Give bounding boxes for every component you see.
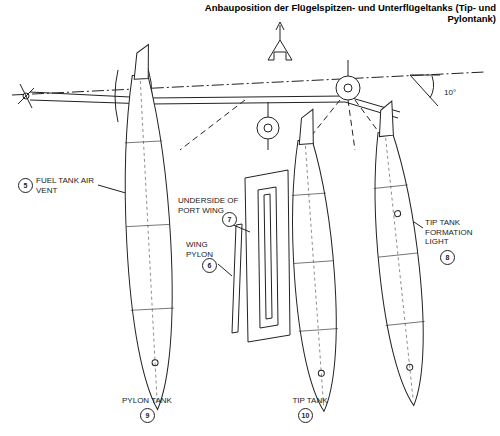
tank-body bbox=[285, 139, 344, 413]
tank-axis bbox=[305, 146, 323, 405]
title: Anbauposition der Flügelspitzen- und Unt… bbox=[196, 2, 496, 24]
angle-arc bbox=[430, 76, 434, 98]
part-label: PYLON TANK bbox=[112, 396, 182, 406]
pylon-tank-fin bbox=[268, 139, 269, 150]
tank-axis bbox=[140, 81, 157, 404]
part-label: WING PYLON bbox=[186, 240, 222, 259]
tank-cap bbox=[406, 364, 413, 371]
formation-light bbox=[394, 210, 401, 217]
tank-fin bbox=[297, 109, 315, 144]
part-label: TIP TANK FORMATION LIGHT bbox=[425, 218, 487, 247]
tank-fin bbox=[132, 45, 150, 80]
wing-outline bbox=[30, 100, 398, 118]
drop-tank bbox=[116, 44, 179, 411]
wing-slot bbox=[264, 194, 272, 319]
part-label: TIP TANK bbox=[285, 396, 335, 406]
center-line bbox=[12, 72, 485, 95]
tank-cap bbox=[318, 370, 324, 376]
tip-tank-fin bbox=[348, 60, 349, 76]
callout-number: 9 bbox=[140, 408, 155, 423]
pylon-tank-section bbox=[264, 124, 272, 132]
callout-number: 5 bbox=[18, 178, 33, 193]
callout-number: 6 bbox=[202, 258, 217, 273]
pylon bbox=[268, 102, 269, 117]
wing-pylon bbox=[232, 224, 242, 333]
fin-view bbox=[268, 40, 292, 60]
angle-line bbox=[410, 75, 438, 106]
tank-body bbox=[118, 74, 179, 411]
callout-number: 8 bbox=[440, 250, 455, 265]
tip-tank-section bbox=[344, 84, 352, 92]
fuselage-arc bbox=[115, 70, 118, 122]
wing-underside bbox=[245, 170, 290, 342]
callout-number: 7 bbox=[222, 212, 237, 227]
angle-line bbox=[410, 75, 440, 76]
part-label: 10° bbox=[444, 88, 474, 98]
fin-view bbox=[276, 22, 284, 40]
drop-tank bbox=[283, 109, 344, 413]
part-label: FUEL TANK AIR VENT bbox=[36, 176, 98, 195]
tank-axis bbox=[386, 138, 413, 400]
tip-tank-section bbox=[336, 76, 360, 100]
tank-seam bbox=[299, 329, 338, 332]
drop-tank bbox=[362, 100, 434, 408]
pylon-tank-section bbox=[257, 117, 279, 139]
projection-line bbox=[180, 100, 392, 150]
wing-slot bbox=[258, 187, 278, 328]
callout-number: 10 bbox=[298, 408, 313, 423]
tank-fin bbox=[376, 101, 395, 136]
tank-body bbox=[365, 130, 434, 408]
leader-line bbox=[218, 264, 232, 276]
propeller bbox=[18, 84, 34, 108]
tank-cap bbox=[152, 360, 158, 366]
